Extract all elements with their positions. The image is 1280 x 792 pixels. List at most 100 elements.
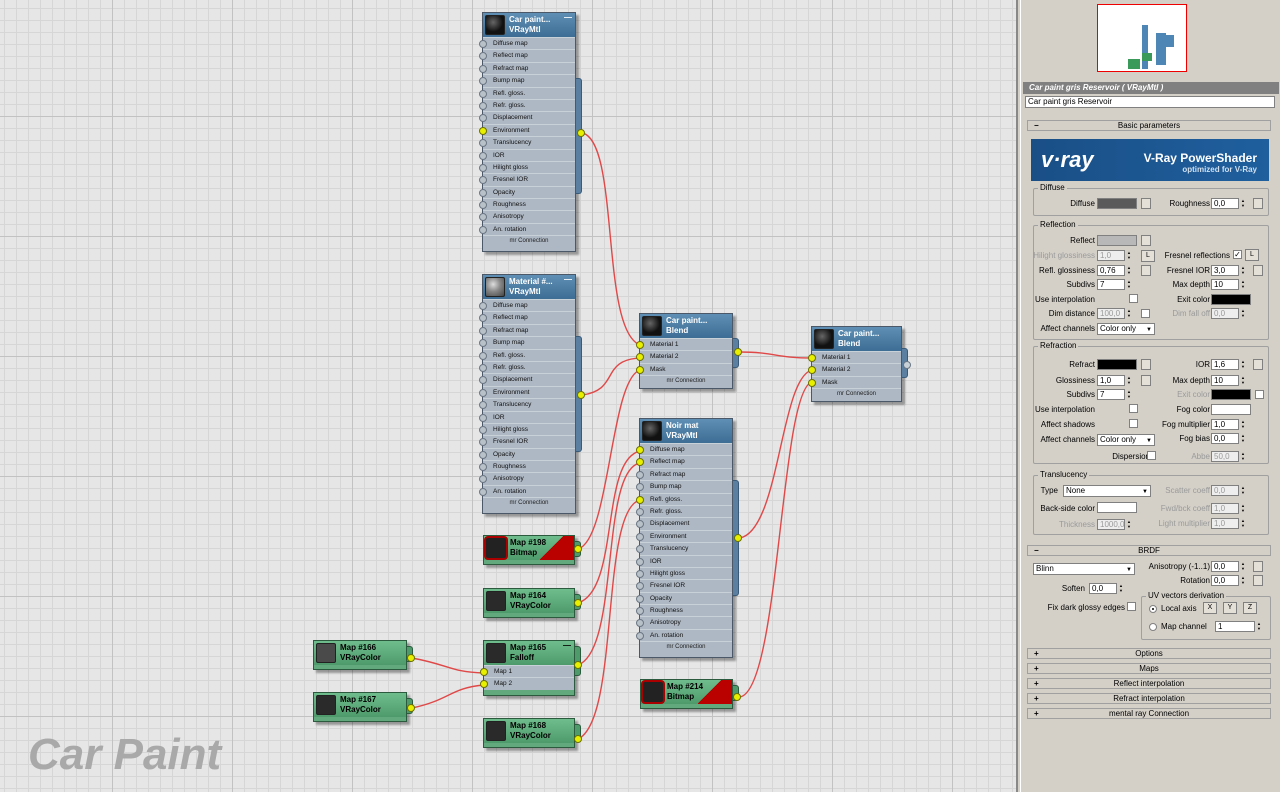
axis-x-button[interactable]: X [1203,602,1217,614]
ior-spinner[interactable]: 1,6 [1211,359,1248,370]
fresnel-ior-spinner[interactable]: 3,0 [1211,265,1248,276]
fog-color-swatch[interactable] [1211,404,1251,415]
fwd-bck-coeff-spinner[interactable]: 1,0 [1211,503,1248,514]
input-socket[interactable] [479,363,487,372]
input-slot[interactable]: Translucency [636,542,732,554]
input-slot[interactable]: Hilight gloss [479,160,575,173]
input-socket[interactable] [479,326,487,335]
input-slot[interactable]: Hilight gloss [636,566,732,579]
reflect-map-button[interactable] [1141,235,1151,246]
fix-dark-glossy-edges-checkbox[interactable] [1127,602,1136,611]
output-socket[interactable] [574,735,582,743]
input-socket[interactable] [808,354,816,362]
input-socket[interactable] [636,557,644,566]
reflection-exit-color-swatch[interactable] [1211,294,1251,305]
rollout-mental-ray-connection[interactable]: +mental ray Connection [1027,708,1271,719]
reflection-max-depth-spinner[interactable]: 10 [1211,279,1248,290]
input-slot[interactable]: Map 1 [480,665,574,677]
reflect-color-swatch[interactable] [1097,235,1137,246]
input-slot[interactable]: Bump map [479,336,575,348]
input-socket[interactable] [636,353,644,362]
input-socket[interactable] [479,376,487,385]
abbe-spinner[interactable]: 50,0 [1211,451,1248,462]
mr-connection-slot[interactable]: mr Connection [483,235,575,245]
input-slot[interactable]: Refr. gloss. [636,504,732,517]
input-socket[interactable] [479,302,487,310]
local-axis-radio[interactable] [1149,605,1157,613]
input-slot[interactable]: Diffuse map [479,299,575,311]
translucency-type-dropdown[interactable]: None [1063,485,1151,497]
input-socket[interactable] [636,520,644,529]
input-socket[interactable] [636,495,644,504]
refraction-subdivs-spinner[interactable]: 7 [1097,389,1134,400]
input-socket[interactable] [479,77,487,86]
diffuse-color-swatch[interactable] [1097,198,1137,209]
input-socket[interactable] [636,619,644,628]
input-slot[interactable]: Refract map [636,467,732,480]
rollout-reflect-interpolation[interactable]: +Reflect interpolation [1027,678,1271,689]
input-slot[interactable]: Refr. gloss. [479,98,575,111]
fresnel-reflections-checkbox[interactable]: ✓ [1233,250,1242,259]
input-slot[interactable]: Displacement [479,373,575,385]
rotation-map-button[interactable] [1253,575,1263,586]
output-socket[interactable] [734,348,742,356]
input-socket[interactable] [636,582,644,591]
input-slot[interactable]: Opacity [479,447,575,460]
output-socket[interactable] [407,704,415,712]
input-slot[interactable]: Translucency [479,398,575,410]
output-socket[interactable] [734,534,742,542]
input-socket[interactable] [479,201,487,210]
output-socket[interactable] [574,661,582,669]
input-socket[interactable] [479,163,487,172]
mr-connection-slot[interactable]: mr Connection [812,388,901,398]
input-socket[interactable] [636,446,644,454]
input-socket[interactable] [479,425,487,434]
input-slot[interactable]: Material 1 [636,338,732,350]
refraction-max-depth-spinner[interactable]: 10 [1211,375,1248,386]
light-multiplier-spinner[interactable]: 1,0 [1211,518,1248,529]
minimize-icon[interactable]: — [564,13,572,22]
input-slot[interactable]: Diffuse map [479,37,575,49]
input-socket[interactable] [479,487,487,496]
refraction-use-interpolation-checkbox[interactable] [1129,404,1138,413]
soften-spinner[interactable]: 0,0 [1089,583,1126,594]
input-slot[interactable]: Roughness [636,604,732,616]
node-header[interactable]: Car paint...VRayMtl— [483,13,575,37]
input-slot[interactable]: Anisotropy [636,616,732,628]
input-slot[interactable]: Roughness [479,460,575,472]
input-socket[interactable] [636,341,644,349]
input-socket[interactable] [479,339,487,348]
node-header[interactable]: Material #...VRayMtl— [483,275,575,299]
brdf-type-dropdown[interactable]: Blinn [1033,563,1135,575]
input-slot[interactable]: Reflect map [636,455,732,467]
input-socket[interactable] [479,388,487,397]
axis-z-button[interactable]: Z [1243,602,1257,614]
refraction-affect-channels-dropdown[interactable]: Color only [1097,434,1155,446]
refl-glossiness-spinner[interactable]: 0,76 [1097,265,1134,276]
fresnel-ior-map-button[interactable] [1253,265,1263,276]
input-slot[interactable]: Environment [636,529,732,542]
input-socket[interactable] [479,40,487,48]
input-slot[interactable]: Refr. gloss. [479,360,575,373]
input-slot[interactable]: Opacity [479,185,575,198]
minimize-icon[interactable]: — [564,275,572,284]
input-socket[interactable] [636,507,644,516]
input-slot[interactable]: Refl. gloss. [636,492,732,505]
input-socket[interactable] [479,139,487,148]
input-slot[interactable]: Diffuse map [636,443,732,455]
input-slot[interactable]: Roughness [479,198,575,210]
navigator-minimap[interactable] [1097,4,1187,72]
input-slot[interactable]: Hilight gloss [479,422,575,435]
input-slot[interactable]: Reflect map [479,311,575,323]
input-socket[interactable] [479,126,487,135]
input-socket[interactable] [636,569,644,578]
